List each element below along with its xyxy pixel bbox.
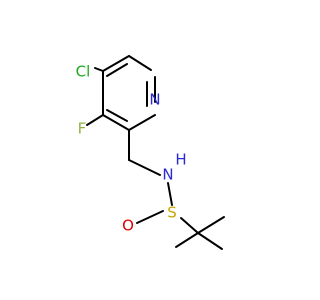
bond-cq-me2 (175, 232, 199, 248)
bond-c3-c4-inner (106, 109, 128, 122)
bond-ch2-n (128, 159, 161, 176)
atom-fluorine: F (78, 120, 87, 138)
bond-c5-c6-inner (106, 63, 128, 77)
bond-c5-c6 (102, 55, 130, 72)
atom-pyridine-nitrogen: N (149, 91, 160, 109)
atom-oxygen: O (122, 217, 134, 235)
bond-n-s (167, 182, 173, 206)
atom-sulfur: S (167, 204, 177, 222)
bond-s-o (136, 210, 164, 224)
bond-c3-f (86, 114, 104, 126)
bond-cq-me1 (197, 216, 225, 234)
atom-amine-hydrogen: H (175, 151, 186, 169)
bond-s-cq (180, 217, 199, 234)
bond-cq-me3 (197, 232, 223, 250)
atom-amine-nitrogen: N (162, 166, 173, 184)
atom-chlorine: Cl (76, 63, 91, 81)
bond-c4-cl (94, 67, 104, 72)
bond-c2-c3 (128, 114, 156, 131)
bond-c3-c4 (102, 114, 130, 131)
bond-c6-n1 (128, 55, 152, 71)
pyridine-ring (102, 55, 156, 131)
molecule-structure: Cl F N N H S O (76, 55, 225, 250)
